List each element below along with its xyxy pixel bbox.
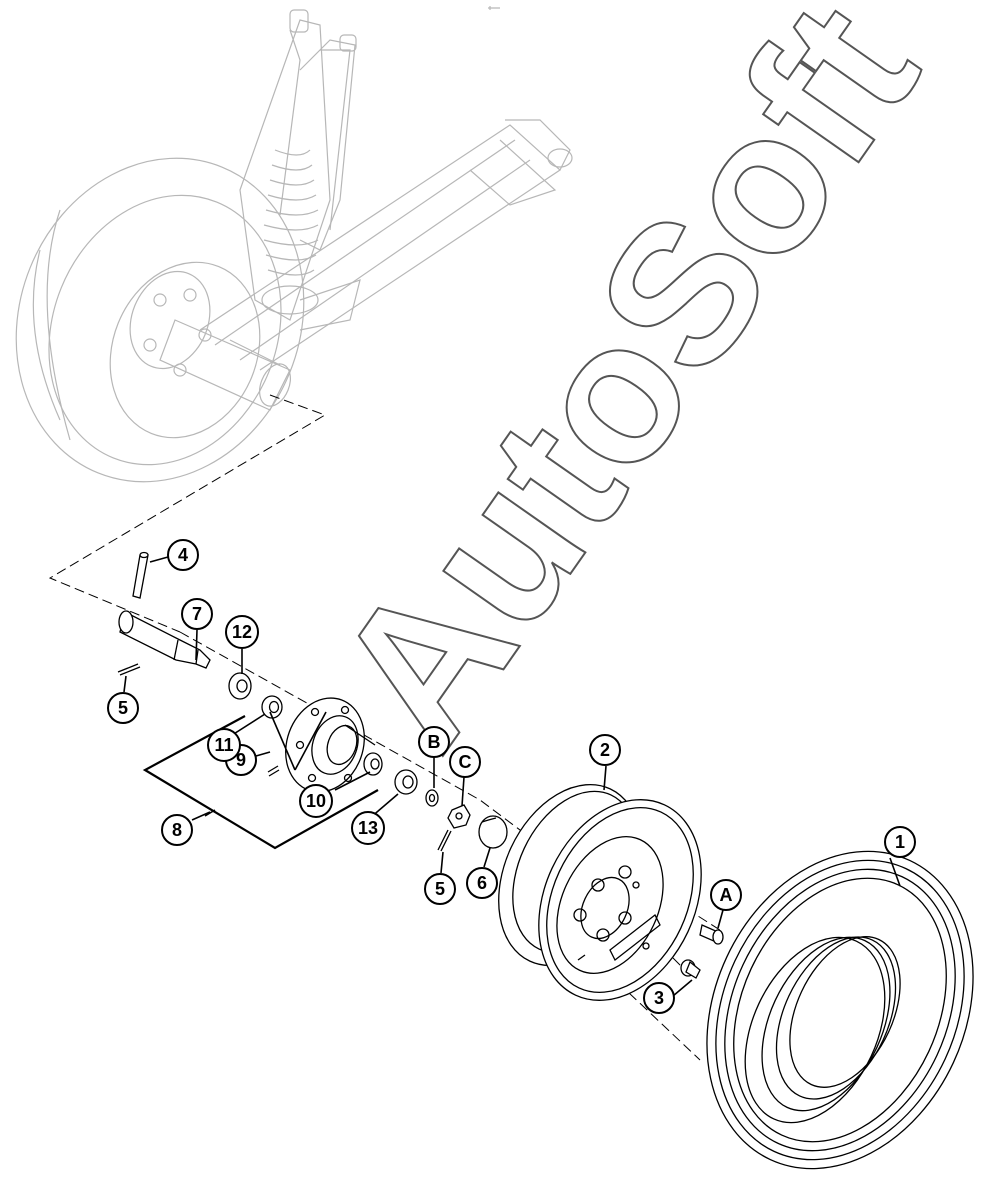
callout-10: 10	[299, 784, 333, 818]
callout-8-label: 8	[172, 820, 182, 840]
callout-12: 12	[225, 615, 259, 649]
callout-1-label: 1	[895, 832, 905, 852]
callout-A: A	[710, 879, 742, 911]
callout-A-label: A	[720, 885, 733, 905]
callout-11-label: 11	[214, 735, 233, 755]
callout-5-lower-label: 5	[435, 879, 445, 899]
callout-7-label: 7	[192, 604, 202, 624]
spindle	[118, 610, 211, 669]
wheel-rim	[498, 783, 702, 1001]
callout-5-upper: 5	[107, 692, 139, 724]
callout-2-label: 2	[600, 740, 610, 760]
watermark: AutoSoft	[292, 0, 961, 786]
callout-10-label: 10	[306, 791, 326, 811]
king-pin	[132, 551, 149, 599]
hub-cap	[478, 815, 508, 849]
seal-ring	[228, 672, 252, 700]
callout-B: B	[418, 726, 450, 758]
wheel-hub	[285, 697, 383, 793]
cotter-pin-lower	[437, 829, 452, 852]
ghost-axle-assembly	[15, 6, 573, 483]
callout-7: 7	[181, 598, 213, 630]
watermark-text: AutoSoft	[293, 0, 960, 785]
callout-4: 4	[167, 539, 199, 571]
inner-bearing	[261, 695, 283, 719]
kit-bracket	[142, 715, 379, 850]
callout-8: 8	[161, 814, 193, 846]
callout-13: 13	[351, 811, 385, 845]
callout-9-label: 9	[236, 750, 246, 770]
grease-nipple	[267, 765, 280, 777]
callout-5-lower: 5	[424, 873, 456, 905]
callout-3: 3	[643, 982, 675, 1014]
callout-2: 2	[589, 734, 621, 766]
callout-1: 1	[884, 826, 916, 858]
washer	[425, 789, 439, 807]
callout-6-label: 6	[477, 873, 487, 893]
leader-lines	[123, 556, 901, 997]
callout-B-label: B	[428, 732, 441, 752]
outer-bearing	[394, 769, 418, 795]
cotter-pin-upper	[117, 663, 141, 676]
callout-11: 11	[207, 728, 241, 762]
tire	[706, 850, 974, 1170]
callout-5-upper-label: 5	[118, 698, 128, 718]
callout-C: C	[449, 746, 481, 778]
callout-12-label: 12	[232, 622, 252, 642]
callout-4-label: 4	[178, 545, 188, 565]
wheel-bolt	[699, 924, 724, 945]
callout-C-label: C	[459, 752, 472, 772]
callout-13-label: 13	[358, 818, 378, 838]
callout-6: 6	[466, 867, 498, 899]
castle-nut	[447, 804, 471, 829]
callout-3-label: 3	[654, 988, 664, 1008]
valve-stem	[680, 959, 701, 979]
